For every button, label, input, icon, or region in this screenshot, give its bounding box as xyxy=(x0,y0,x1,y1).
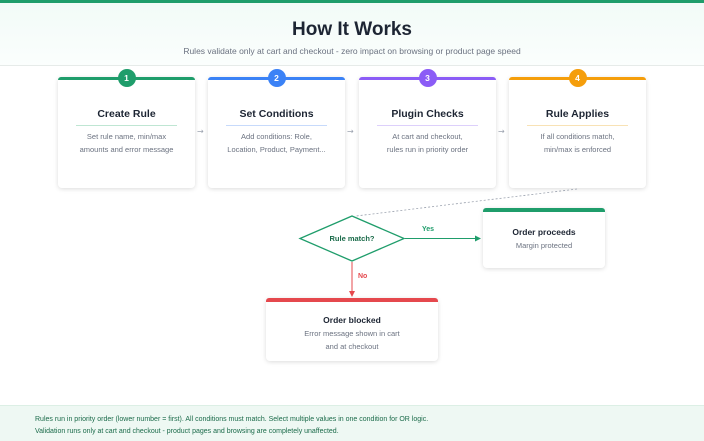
footer-note: Rules run in priority order (lower numbe… xyxy=(35,416,429,423)
connector-dashed-line xyxy=(355,188,578,217)
step-description: At cart and checkout, rules run in prior… xyxy=(369,131,486,156)
step-description-line: min/max is enforced xyxy=(543,144,612,154)
step-description-line: At cart and checkout, xyxy=(392,132,463,141)
step-divider xyxy=(377,125,478,126)
outcome-description: Margin protected xyxy=(515,241,573,250)
yes-label: Yes xyxy=(422,226,435,233)
step-card-create-rule: 1 Create Rule Set rule name, min/max amo… xyxy=(58,69,195,188)
step-title: Create Rule xyxy=(97,108,156,120)
step-divider xyxy=(76,125,177,126)
step-description-line: Location, Product, Payment... xyxy=(227,144,326,154)
arrow-right-icon: → xyxy=(498,127,505,136)
step-title: Rule Applies xyxy=(545,108,610,120)
info-footer: Rules run in priority order (lower numbe… xyxy=(0,405,704,441)
outcome-card-accent xyxy=(266,298,438,302)
arrow-right-icon xyxy=(475,235,481,242)
arrow-right-icon: → xyxy=(197,127,204,136)
step-description: If all conditions match, min/max is enfo… xyxy=(519,131,636,156)
step-description-line: Add conditions: Role, xyxy=(241,132,312,141)
outcome-card-proceeds: Order proceeds Margin protected xyxy=(483,208,605,268)
step-description-line: Set rule name, min/max xyxy=(86,132,167,141)
step-title: Set Conditions xyxy=(239,108,314,120)
arrow-right-icon: → xyxy=(347,127,354,136)
outcome-title: Order proceeds xyxy=(512,227,576,237)
step-description-line: rules run in priority order xyxy=(386,144,469,154)
outcome-description-line: Error message shown in cart xyxy=(304,329,400,338)
step-card-set-conditions: 2 Set Conditions Add conditions: Role, L… xyxy=(208,69,345,188)
page-subtitle: Rules validate only at cart and checkout… xyxy=(183,46,521,56)
step-description-line: If all conditions match, xyxy=(540,132,615,141)
footer-note: Validation runs only at cart and checkou… xyxy=(35,428,339,435)
step-divider xyxy=(527,125,628,126)
page-title: How It Works xyxy=(292,19,412,40)
top-accent-bar xyxy=(0,0,704,3)
outcome-title: Order blocked xyxy=(323,315,381,325)
page-header: How It Works Rules validate only at cart… xyxy=(0,3,704,66)
no-label: No xyxy=(358,273,368,280)
decision-label: Rule match? xyxy=(329,234,375,243)
step-description: Add conditions: Role, Location, Product,… xyxy=(218,131,335,156)
step-divider xyxy=(226,125,327,126)
outcome-description-line: and at checkout xyxy=(325,341,379,351)
step-title: Plugin Checks xyxy=(391,108,464,120)
outcome-card-blocked: Order blocked Error message shown in car… xyxy=(266,298,438,361)
outcome-card-accent xyxy=(483,208,605,212)
step-card-plugin-checks: 3 Plugin Checks At cart and checkout, ru… xyxy=(359,69,496,188)
step-number-badge: 1 xyxy=(117,69,136,87)
arrow-down-icon xyxy=(349,291,355,297)
decision-diamond xyxy=(298,215,406,262)
step-description-line: amounts and error message xyxy=(79,144,174,154)
step-card-rule-applies: 4 Rule Applies If all conditions match, … xyxy=(509,69,646,188)
step-number-badge: 2 xyxy=(267,69,286,87)
step-number-badge: 3 xyxy=(418,69,437,87)
step-number-badge: 4 xyxy=(568,69,587,87)
outcome-description: Error message shown in cart and at check… xyxy=(266,328,438,353)
step-description: Set rule name, min/max amounts and error… xyxy=(68,131,185,156)
